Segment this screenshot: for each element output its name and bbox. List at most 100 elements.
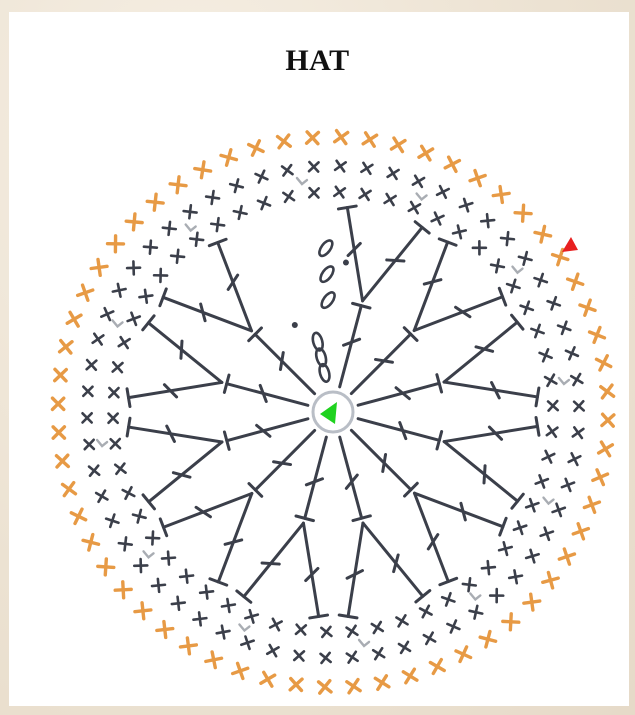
x-stroke-b: [91, 334, 105, 345]
sc-stitch-dark: [358, 187, 372, 202]
stitch-top-bar: [247, 482, 264, 498]
x-stroke-b: [334, 128, 348, 146]
sc-stitch-dark: [232, 204, 248, 221]
x-stroke-b: [385, 192, 395, 207]
sc-stitch-dark: [422, 631, 437, 646]
chain-dot: [291, 322, 298, 329]
sc-stitch-orange: [587, 325, 607, 345]
sc-stitch-dark: [182, 204, 198, 220]
stitch-slash: [344, 473, 359, 490]
x-stroke-b: [456, 224, 463, 240]
x-stroke-b: [345, 626, 359, 637]
x-stroke-b: [256, 199, 272, 207]
stitch-stem: [127, 380, 224, 400]
stitch-stem: [356, 381, 441, 407]
sc-stitch-orange: [541, 570, 560, 590]
stitch-top-bar: [125, 416, 132, 438]
x-stroke-b: [151, 530, 155, 546]
stitch-slash: [381, 452, 388, 473]
x-stroke-b: [598, 354, 609, 372]
sc-stitch-dark: [461, 576, 478, 593]
sc-stitch-orange: [599, 383, 616, 400]
x-stroke-b: [546, 373, 556, 388]
stitch-top-bar: [497, 286, 508, 307]
sc-stitch-dark: [125, 260, 142, 276]
sc-stitch-orange: [316, 678, 333, 695]
stitch-stem: [361, 225, 424, 303]
x-stroke-b: [392, 136, 405, 154]
x-stroke-b: [571, 526, 591, 536]
sc-stitch-orange: [204, 650, 224, 670]
sc-stitch-dark: [244, 608, 260, 624]
treble-stitch: [442, 380, 541, 408]
x-stroke-b: [494, 258, 501, 274]
sc-stitch-orange: [513, 203, 533, 223]
stitch-slash: [260, 561, 281, 566]
sc-stitch-orange: [105, 234, 126, 254]
sc-stitch-dark: [256, 195, 272, 211]
x-stroke-b: [51, 425, 67, 440]
x-stroke-b: [582, 500, 602, 510]
stitch-slash: [474, 345, 495, 353]
stitch-stem: [216, 240, 254, 333]
sc-stitch-dark: [397, 640, 412, 655]
stitch-stem: [361, 521, 425, 598]
stitch-slash: [426, 533, 440, 551]
stitch-slash: [454, 305, 472, 319]
sc-stitch-dark: [543, 373, 558, 388]
start-arrow-icon: [320, 402, 337, 424]
stitch-stem: [303, 435, 328, 520]
x-stroke-b: [248, 608, 255, 624]
x-stroke-b: [275, 134, 292, 148]
slip-stitch: [415, 192, 428, 202]
x-stroke-b: [62, 480, 76, 498]
x-stroke-b: [166, 550, 171, 566]
slip-stitch: [542, 496, 555, 506]
sc-stitch-orange: [69, 507, 88, 526]
sc-stitch-dark: [111, 282, 127, 298]
sc-stitch-dark: [198, 584, 215, 600]
x-stroke-b: [510, 278, 517, 294]
sc-stitch-dark: [572, 399, 586, 413]
diagram-paper: [9, 12, 629, 706]
sc-stitch-dark: [83, 438, 96, 451]
sc-stitch-orange: [275, 133, 292, 150]
end-arrow-icon: [562, 237, 578, 252]
stitch-stem: [442, 440, 520, 503]
stitch-top-bar: [294, 514, 315, 523]
x-stroke-b: [501, 619, 521, 624]
x-stroke-b: [551, 506, 567, 514]
stitch-slash: [304, 477, 324, 487]
x-stroke-b: [293, 649, 305, 662]
treble-stitch: [207, 237, 254, 333]
sc-stitch-dark: [480, 559, 497, 576]
treble-stitch: [301, 521, 330, 620]
sc-stitch-dark: [121, 485, 136, 501]
sc-stitch-dark: [507, 569, 524, 585]
x-stroke-b: [145, 199, 165, 205]
x-stroke-b: [345, 652, 359, 663]
stitch-slash: [459, 501, 467, 522]
sc-stitch-orange: [65, 310, 83, 328]
stitch-top-bar: [141, 493, 156, 511]
x-stroke-b: [210, 650, 217, 670]
sc-stitch-dark: [446, 619, 461, 634]
x-stroke-b: [541, 576, 560, 584]
stitch-stem: [147, 440, 224, 504]
sc-stitch-orange: [246, 139, 265, 157]
x-stroke-b: [308, 186, 320, 199]
x-stroke-b: [438, 184, 448, 200]
x-stroke-b: [204, 195, 221, 200]
treble-stitch: [294, 435, 328, 523]
stitch-slash: [199, 302, 207, 323]
stitch-top-bar: [510, 313, 525, 331]
stitch-top-bar: [207, 237, 228, 248]
stitch-slash: [394, 386, 411, 401]
x-stroke-b: [280, 165, 294, 176]
x-stroke-b: [446, 155, 458, 174]
x-stroke-b: [567, 454, 582, 464]
stitch-top-bar: [403, 481, 419, 498]
sc-stitch-dark: [546, 399, 560, 412]
sc-stitch-dark: [319, 651, 332, 665]
sc-stitch-dark: [228, 178, 245, 194]
